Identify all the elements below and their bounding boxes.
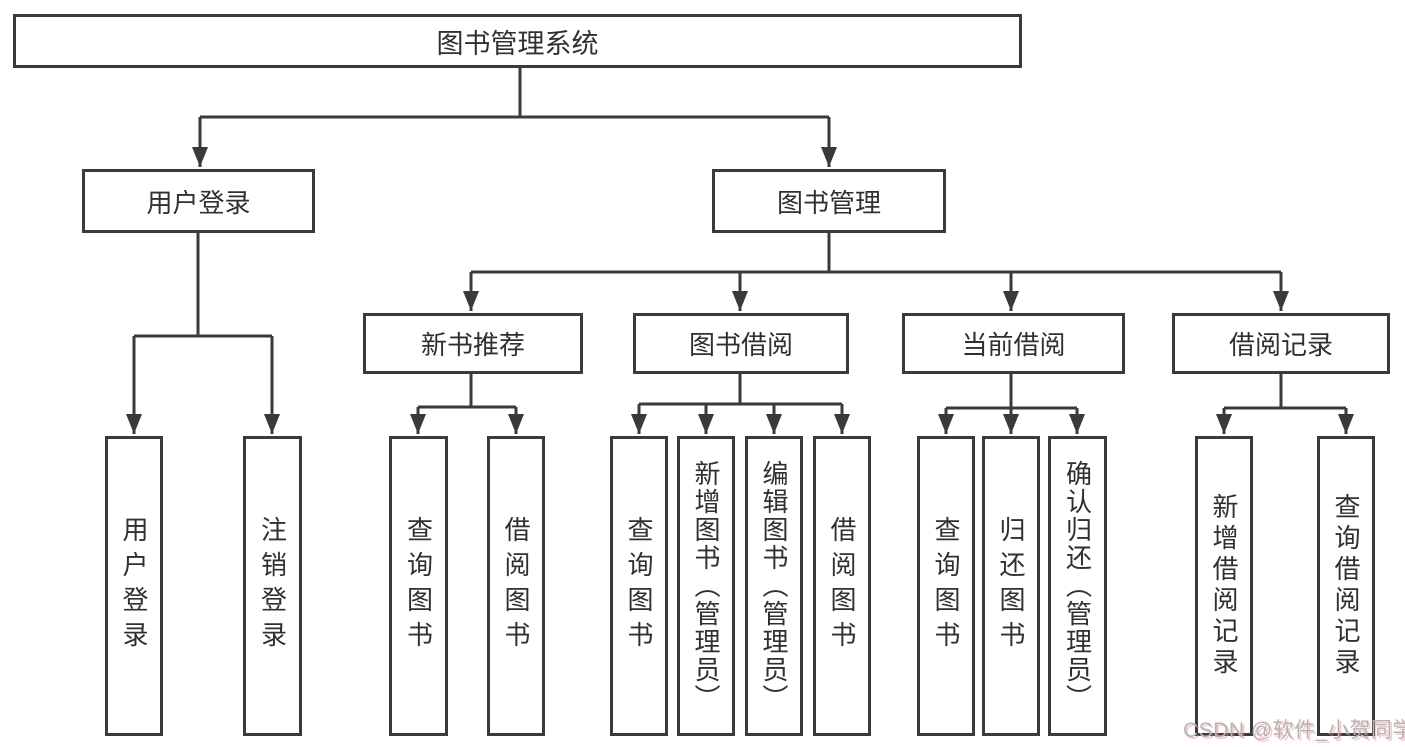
leaf-edit-book-admin: 编辑图书（管理员） xyxy=(745,436,803,736)
leaf-query-books-current: 查询图书 xyxy=(917,436,975,736)
node-book-borrow: 图书借阅 xyxy=(633,313,849,374)
node-user-login: 用户登录 xyxy=(82,169,315,233)
leaf-borrow-book: 借阅图书 xyxy=(813,436,871,736)
node-current-borrow: 当前借阅 xyxy=(902,313,1125,374)
leaf-query-books-recommend: 查询图书 xyxy=(389,436,448,736)
leaf-add-borrow-record: 新增借阅记录 xyxy=(1195,436,1253,736)
node-new-book-recommend: 新书推荐 xyxy=(363,313,583,374)
leaf-query-borrow-record: 查询借阅记录 xyxy=(1317,436,1375,736)
leaf-borrow-book-recommend: 借阅图书 xyxy=(487,436,545,736)
leaf-confirm-return-admin: 确认归还（管理员） xyxy=(1048,436,1107,736)
node-borrow-records: 借阅记录 xyxy=(1172,313,1390,374)
leaf-user-login: 用户登录 xyxy=(105,436,163,736)
leaf-add-book-admin: 新增图书（管理员） xyxy=(677,436,735,736)
node-book-management: 图书管理 xyxy=(712,169,946,233)
node-library-management-system: 图书管理系统 xyxy=(13,14,1022,68)
leaf-query-books-borrow: 查询图书 xyxy=(610,436,668,736)
leaf-return-book: 归还图书 xyxy=(982,436,1040,736)
leaf-logout: 注销登录 xyxy=(243,436,302,736)
csdn-watermark: CSDN @软件_小贺同学 xyxy=(1183,719,1405,742)
